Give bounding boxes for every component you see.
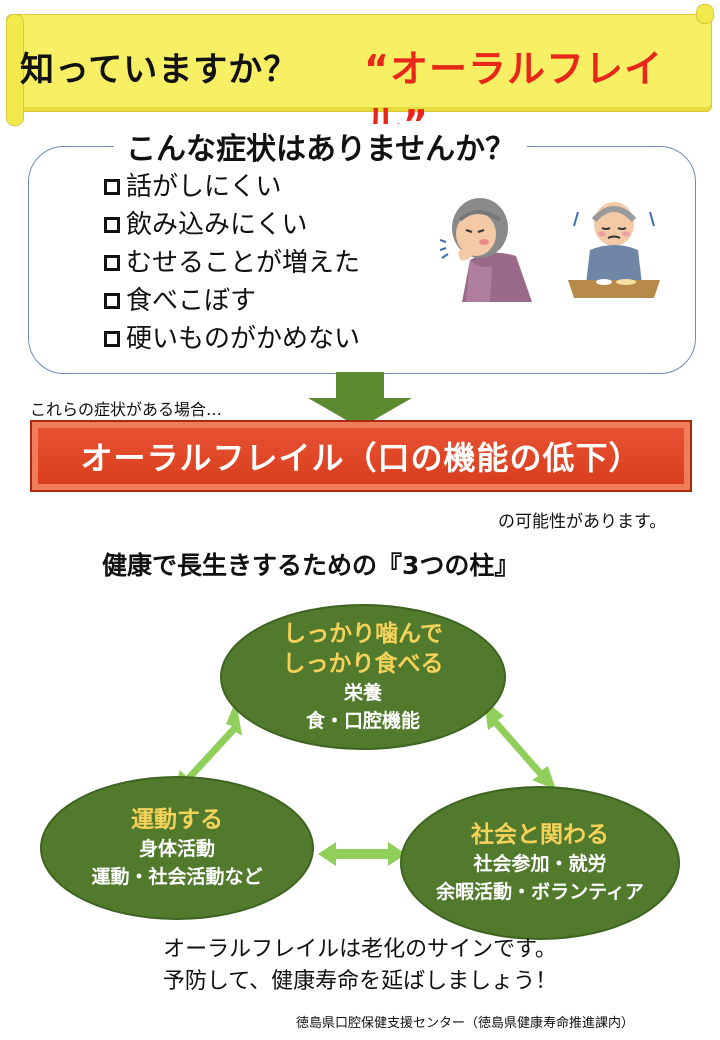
checkbox-icon (104, 331, 120, 347)
checkbox-icon (104, 217, 120, 233)
symptom-item: 食べこぼす (104, 282, 360, 320)
pillar-subtitle: 余暇活動・ボランティア (436, 881, 644, 903)
checkbox-icon (104, 293, 120, 309)
symptom-label: 食べこぼす (126, 286, 257, 316)
checkbox-icon (104, 179, 120, 195)
checkbox-icon (104, 255, 120, 271)
trigger-text: これらの症状がある場合… (30, 400, 223, 419)
pillar-subtitle: 運動・社会活動など (91, 866, 263, 888)
elderly-man-table-illustration (568, 202, 660, 298)
pillar-subtitle: 社会参加・就労 (473, 853, 607, 875)
pillar-title: しっかり食べる (282, 651, 444, 677)
symptom-item: 硬いものがかめない (104, 320, 360, 358)
closing-message: オーラルフレイルは老化のサインです。 予防して、健康寿命を延ばしましょう！ (0, 934, 720, 998)
pillar-nutrition: しっかり噛んで しっかり食べる 栄養 食・口腔機能 (220, 604, 506, 750)
down-arrow-icon (308, 372, 412, 428)
coughing-woman-illustration (440, 198, 532, 302)
footer-credit: 徳島県口腔保健支援センター（徳島県健康寿命推進課内） (296, 1016, 635, 1031)
banner-question: 知っていますか？ (20, 50, 299, 90)
possibility-text: の可能性があります。 (498, 512, 667, 532)
scroll-curl-right (696, 4, 714, 24)
symptom-heading: こんな症状はありませんか？ (114, 124, 528, 168)
pillar-title: 社会と関わる (471, 822, 609, 848)
symptom-list: 話がしにくい 飲み込みにくい むせることが増えた 食べこぼす 硬いものがかめない (104, 168, 360, 358)
scroll-curl-left (6, 14, 24, 126)
title-banner (6, 14, 712, 112)
pillars-title: 健康で長生きするための『3つの柱』 (102, 551, 520, 580)
pillar-subtitle: 身体活動 (138, 838, 215, 860)
symptom-box (28, 146, 696, 374)
symptom-label: 話がしにくい (126, 172, 282, 202)
symptom-item: 話がしにくい (104, 168, 360, 206)
pillar-social: 社会と関わる 社会参加・就労 余暇活動・ボランティア (400, 786, 680, 940)
pillar-subtitle: 栄養 (343, 682, 382, 704)
pillar-subtitle: 食・口腔機能 (305, 710, 420, 732)
symptom-label: むせることが増えた (126, 248, 361, 278)
symptom-item: 飲み込みにくい (104, 206, 360, 244)
closing-line: 予防して、健康寿命を延ばしましょう！ (162, 969, 558, 994)
pillar-title: 運動する (131, 807, 223, 833)
result-banner: オーラルフレイル（口の機能の低下） (30, 420, 692, 492)
symptom-label: 硬いものがかめない (126, 324, 361, 354)
symptom-item: むせることが増えた (104, 244, 360, 282)
symptom-label: 飲み込みにくい (126, 210, 308, 240)
pillar-exercise: 運動する 身体活動 運動・社会活動など (40, 776, 314, 920)
closing-line: オーラルフレイルは老化のサインです。 (163, 937, 557, 962)
pillar-title: しっかり噛んで (283, 621, 443, 647)
